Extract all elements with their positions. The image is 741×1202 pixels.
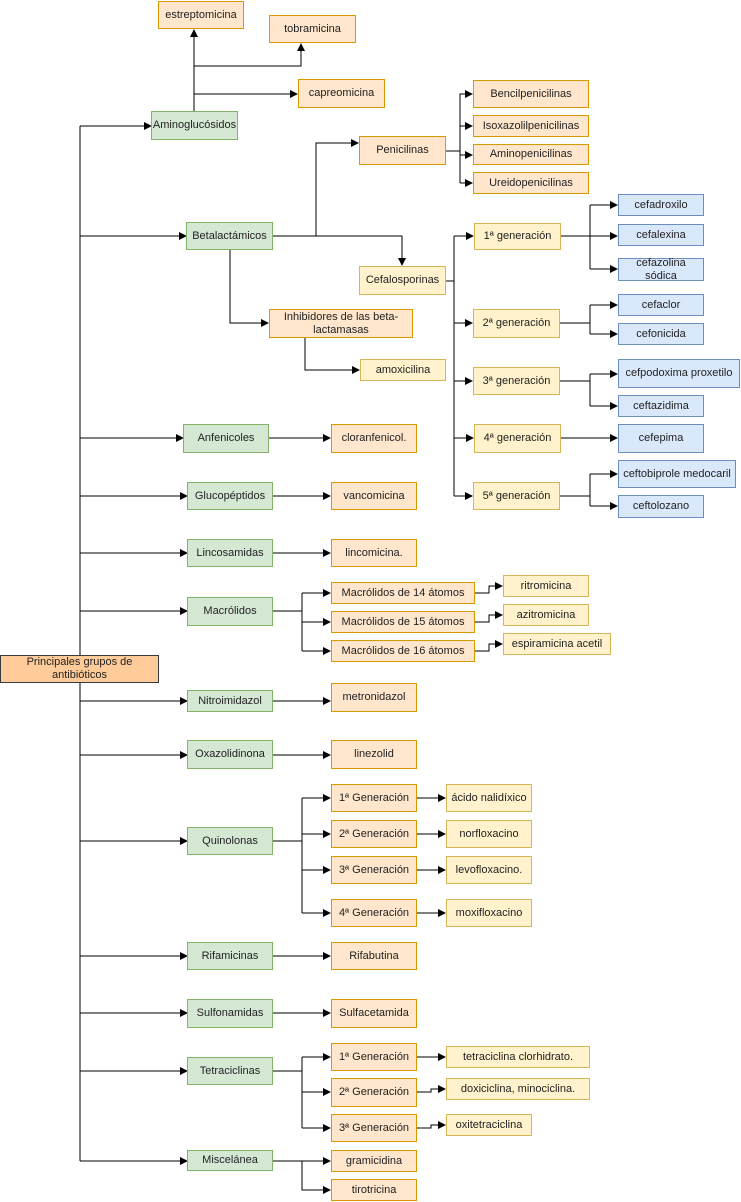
node-glucopeptidos: Glucopéptidos (187, 482, 273, 510)
node-tetraciclinas: Tetraciclinas (187, 1057, 273, 1085)
root-node: Principales grupos de antibióticos (0, 655, 159, 683)
connector-line (417, 1121, 446, 1129)
connector-line (301, 1161, 331, 1194)
node-cefalosporinas-gen1: 1ª generación (474, 223, 561, 250)
connector-line (304, 338, 360, 374)
node-aminopenicilinas: Aminopenicilinas (473, 144, 589, 165)
node-nalidixico: ácido nalidíxico (446, 784, 532, 812)
node-macrolidos-14: Macrólidos de 14 átomos (331, 582, 475, 604)
node-ceftobiprole: ceftobiprole medocaril (618, 460, 736, 488)
node-ritromicina: ritromicina (503, 575, 589, 597)
node-tetraciclinas-gen3: 3ª Generación (331, 1114, 417, 1142)
node-amoxicilina: amoxicilina (360, 359, 446, 381)
node-aminoglucosidos: Aminoglucósidos (151, 111, 238, 140)
node-miscelanea: Miscelánea (187, 1150, 273, 1171)
node-vancomicina: vancomicina (331, 482, 417, 510)
node-ceftazidima: ceftazidima (618, 395, 704, 417)
node-quinolonas: Quinolonas (187, 827, 273, 855)
node-gramicidina: gramicidina (331, 1150, 417, 1172)
node-levofloxacino: levofloxacino. (446, 856, 532, 884)
connector-line (194, 43, 305, 67)
node-macrolidos-15: Macrólidos de 15 átomos (331, 611, 475, 633)
connector-line (273, 139, 359, 237)
node-cefalosporinas-gen2: 2ª generación (473, 309, 560, 338)
node-ureidopenicilinas: Ureidopenicilinas (473, 172, 589, 194)
node-metronidazol: metronidazol (331, 683, 417, 712)
node-moxifloxacino: moxifloxacino (446, 899, 532, 927)
node-capreomicina: capreomicina (298, 79, 385, 108)
node-tetraciclinas-gen1: 1ª Generación (331, 1043, 417, 1071)
connector-line (475, 582, 503, 594)
node-cefepima: cefepima (618, 424, 704, 453)
node-cefadroxilo: cefadroxilo (618, 194, 704, 216)
node-nitroimidazol: Nitroimidazol (187, 690, 273, 712)
connector-line (273, 235, 406, 266)
node-cefonicida: cefonicida (618, 323, 704, 345)
node-sulfacetamida: Sulfacetamida (331, 999, 417, 1028)
node-bencilpenicilinas: Bencilpenicilinas (473, 80, 589, 108)
node-anfenicoles: Anfenicoles (183, 424, 269, 453)
node-macrolidos-16: Macrólidos de 16 átomos (331, 640, 475, 662)
node-linezolid: linezolid (331, 740, 417, 769)
node-rifamicinas: Rifamicinas (187, 942, 273, 970)
connector-line (446, 90, 473, 152)
node-tirotricina: tirotricina (331, 1179, 417, 1201)
node-cefalosporinas-gen5: 5ª generación (473, 482, 560, 510)
node-inhibidores: Inhibidores de las beta-lactamasas (269, 309, 413, 338)
node-cefpodoxima: cefpodoxima proxetilo (618, 359, 740, 388)
node-quinolonas-gen3: 3ª Generación (331, 856, 417, 884)
node-rifabutina: Rifabutina (331, 942, 417, 970)
node-cefalosporinas-gen3: 3ª generación (473, 367, 560, 395)
node-tobramicina: tobramicina (269, 15, 356, 43)
node-azitromicina: azitromicina (503, 604, 589, 626)
node-norfloxacino: norfloxacino (446, 820, 532, 848)
node-cefalosporinas-gen4: 4ª generación (474, 424, 561, 453)
node-cefalexina: cefalexina (618, 224, 704, 246)
node-cefazolina: cefazolina sódica (618, 257, 704, 282)
node-ceftolozano: ceftolozano (618, 495, 704, 518)
node-doxiciclina: doxiciclina, minociclina. (446, 1078, 590, 1100)
connector-line (229, 250, 269, 327)
node-lincosamidas: Lincosamidas (187, 539, 273, 567)
node-cefaclor: cefaclor (618, 294, 704, 316)
node-isoxazolilpenicilinas: Isoxazolilpenicilinas (473, 115, 589, 137)
connector-line (475, 611, 503, 623)
node-cefalosporinas: Cefalosporinas (359, 266, 446, 295)
node-oxazolidinona: Oxazolidinona (187, 740, 273, 769)
node-lincomicina: lincomicina. (331, 539, 417, 567)
node-cloranfenicol: cloranfenicol. (331, 424, 417, 453)
node-oxitetraciclina: oxitetraciclina (446, 1114, 532, 1136)
node-quinolonas-gen4: 4ª Generación (331, 899, 417, 927)
node-tetraciclina: tetraciclina clorhidrato. (446, 1046, 590, 1068)
node-tetraciclinas-gen2: 2ª Generación (331, 1078, 417, 1107)
node-macrolidos: Macrólidos (187, 597, 273, 626)
node-quinolonas-gen2: 2ª Generación (331, 820, 417, 848)
node-sulfonamidas: Sulfonamidas (187, 999, 273, 1028)
node-betalactamicos: Betalactámicos (186, 222, 273, 250)
node-estreptomicina: estreptomicina (158, 1, 244, 29)
connector-line (475, 640, 503, 652)
node-quinolonas-gen1: 1ª Generación (331, 784, 417, 812)
node-penicilinas: Penicilinas (359, 136, 446, 165)
node-espiramicina: espiramicina acetil (503, 633, 611, 655)
connector-line (417, 1085, 446, 1093)
